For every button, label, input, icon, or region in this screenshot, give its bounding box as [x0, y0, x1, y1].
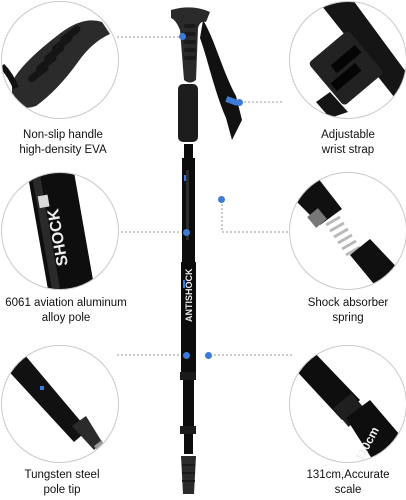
- scale-label-line1: 131cm,Accurate: [306, 469, 390, 481]
- connector-dot: [236, 99, 243, 106]
- bottom-shaft: [183, 380, 194, 426]
- handle-label-line2: high-density EVA: [19, 144, 107, 156]
- handle-feature-label: Non-slip handle high-density EVA: [8, 128, 118, 158]
- lower-shaft: [181, 262, 196, 374]
- shock-feature-label: Shock absorber spring: [296, 296, 400, 326]
- connector-dot: [183, 352, 190, 359]
- handle-label-line1: Non-slip handle: [23, 129, 103, 141]
- connector-dot: [218, 196, 225, 203]
- tip-label-line1: Tungsten steel: [24, 469, 100, 481]
- handle-grip-closeup-icon: [1, 1, 119, 119]
- foam-grip: [178, 84, 198, 142]
- scale-label-line2: scale: [334, 484, 362, 496]
- wrist-strap-buckle-closeup-icon: [289, 1, 406, 119]
- pole-shaft-closeup-icon: SHOCK: [1, 172, 119, 290]
- strap-feature-label: Adjustable wrist strap: [296, 128, 400, 158]
- pole-strap: [200, 20, 242, 140]
- strap-label-line2: wrist strap: [321, 144, 375, 156]
- tip-feature-label: Tungsten steel pole tip: [12, 468, 112, 498]
- spring-closeup-icon: [289, 172, 406, 290]
- strap-buckle: [225, 96, 239, 106]
- shock-label-line1: Shock absorber: [307, 297, 389, 309]
- connector-dot: [205, 352, 212, 359]
- scale-markings-closeup-icon: 110cm: [289, 345, 406, 463]
- alloy-label-line2: alloy pole: [41, 312, 91, 324]
- shock-label-line2: spring: [332, 312, 364, 324]
- connector-dot: [183, 229, 190, 236]
- scale-feature-label: 131cm,Accurate scale: [296, 468, 400, 498]
- connector-dot: [179, 33, 186, 40]
- pole-brand-print: ANTISHOCK: [184, 268, 194, 322]
- strap-label-line1: Adjustable: [321, 129, 375, 141]
- alloy-label-line1: 6061 aviation aluminum: [5, 297, 127, 309]
- tip-label-line2: pole tip: [43, 484, 81, 496]
- alloy-feature-label: 6061 aviation aluminum alloy pole: [4, 296, 128, 326]
- pole-tip: [181, 456, 196, 494]
- handle-grip: [171, 7, 210, 83]
- tungsten-tip-closeup-icon: [1, 345, 119, 463]
